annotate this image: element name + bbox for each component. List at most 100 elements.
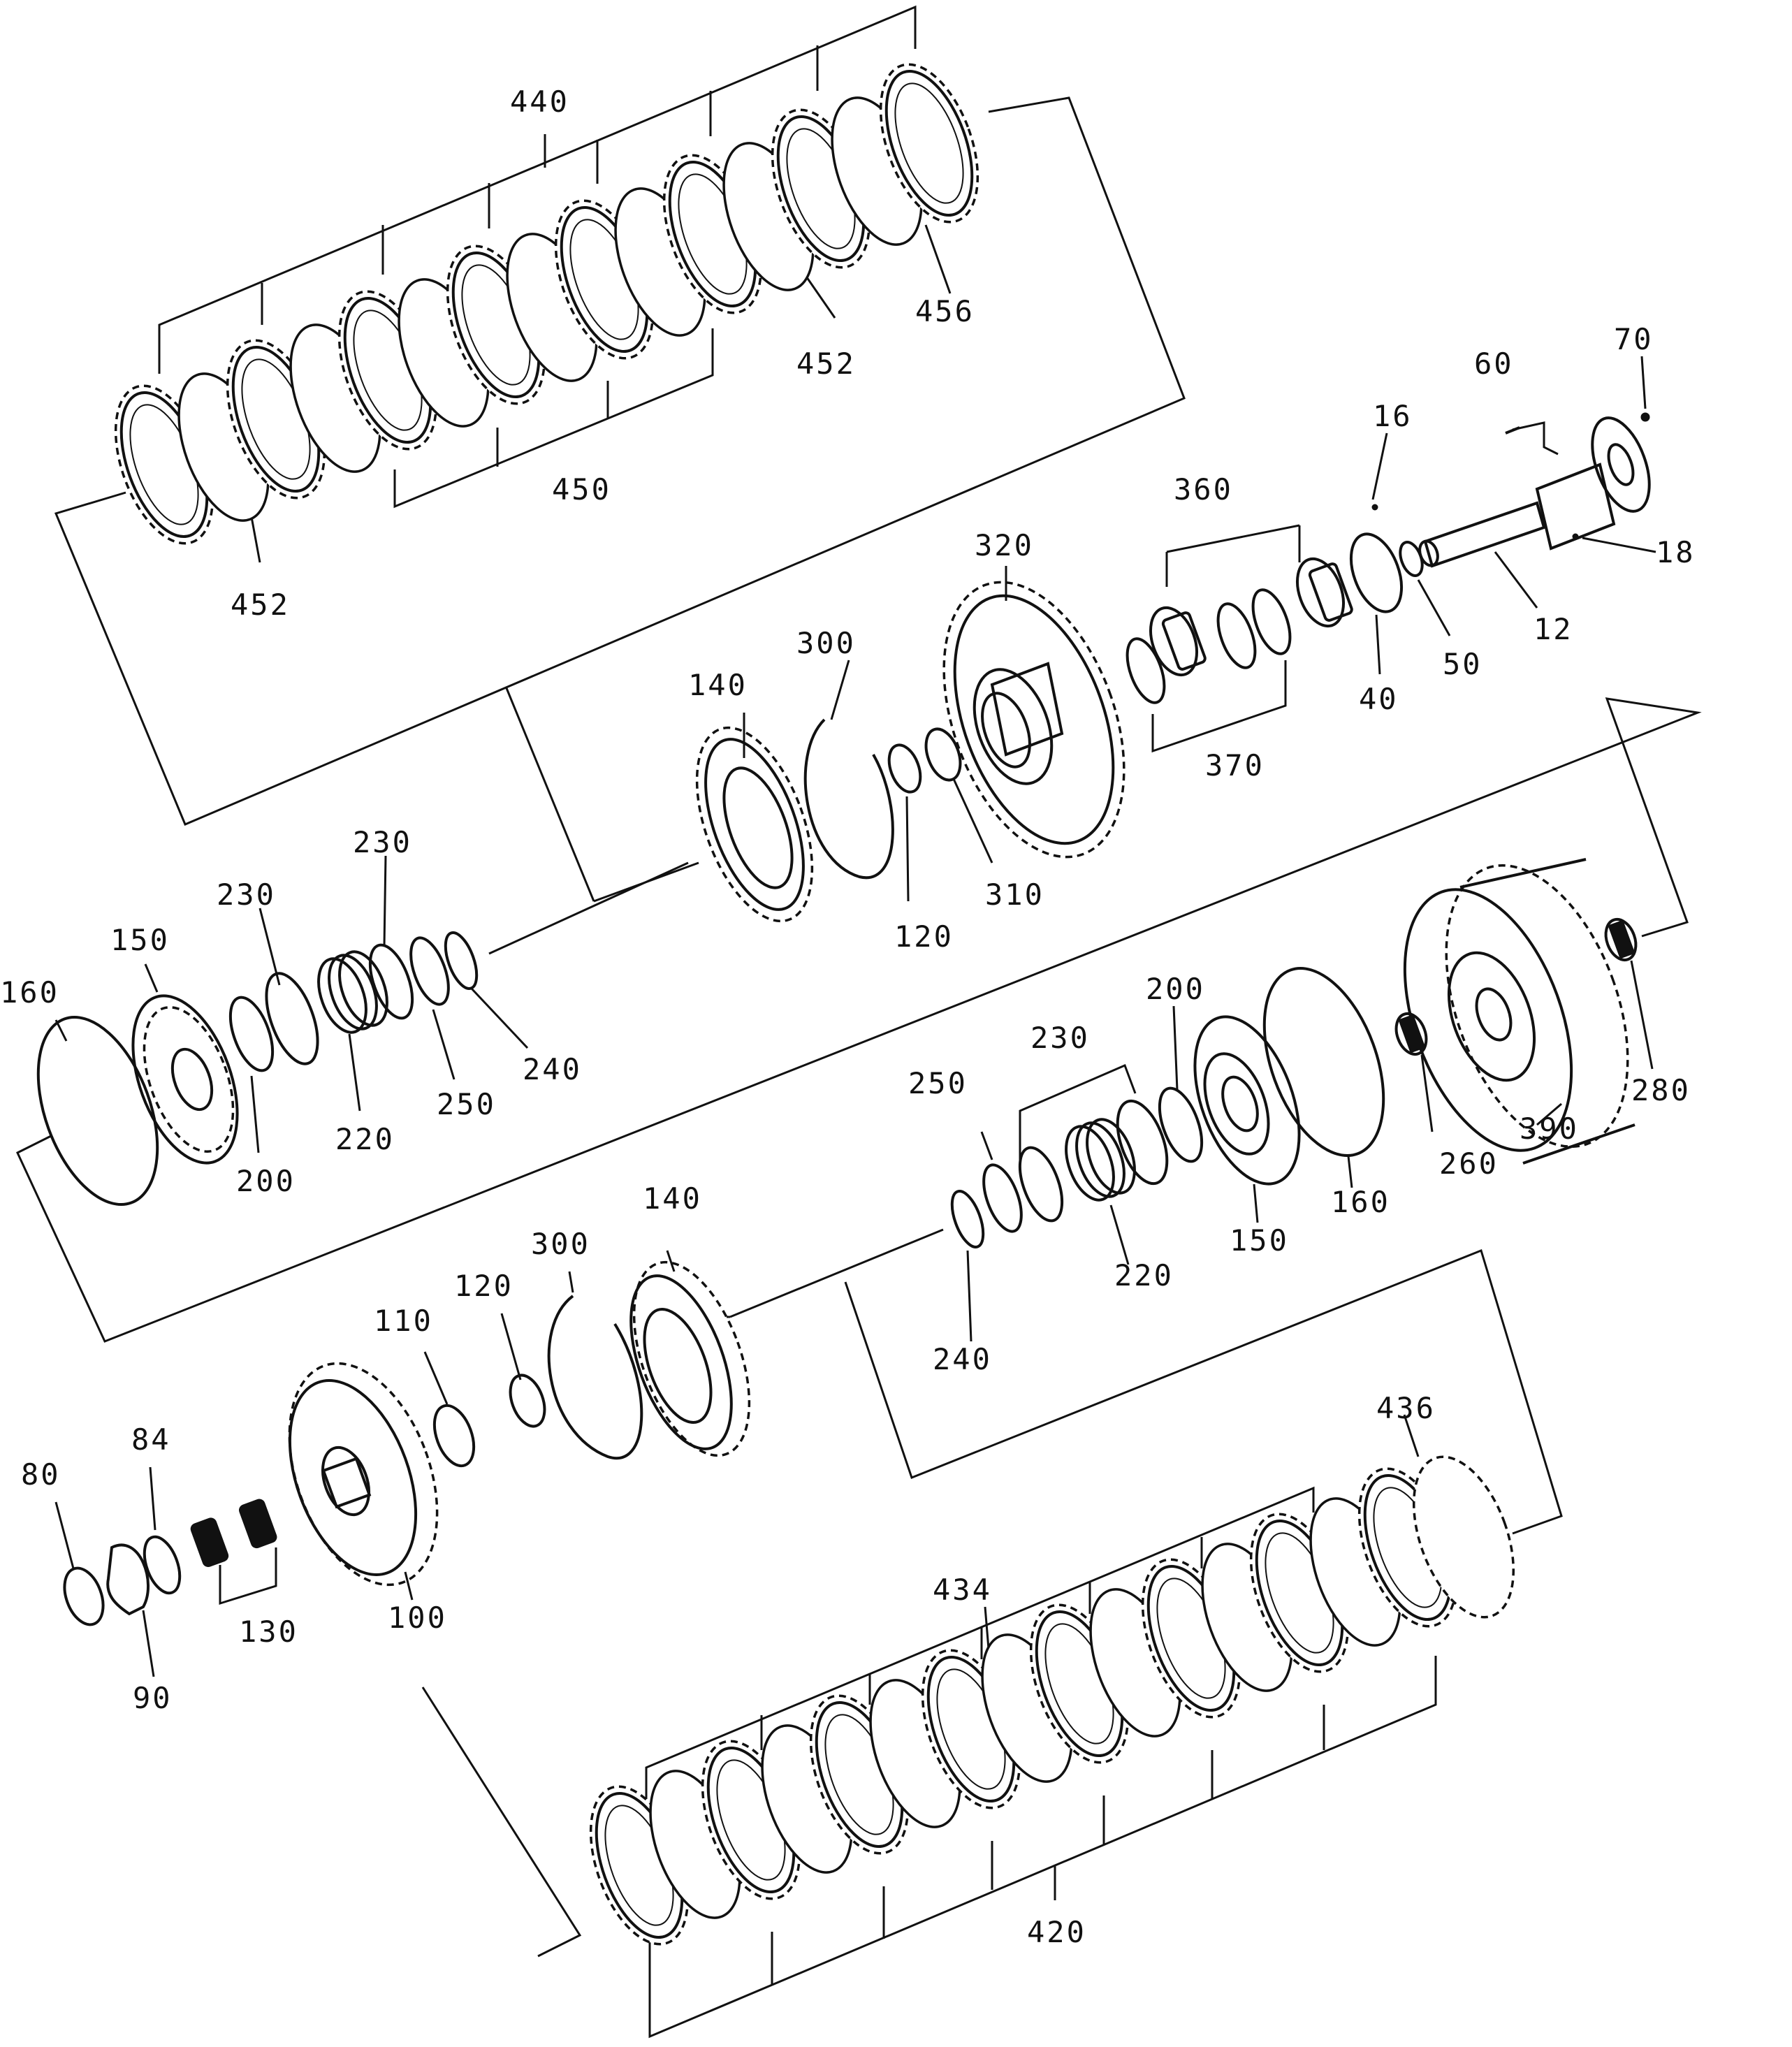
housing-bracket-lower-2 [421, 1687, 582, 1958]
part-label: 456 [915, 294, 975, 328]
part-label: 160 [1331, 1185, 1390, 1219]
spring-220 [317, 950, 388, 1034]
gear-group-100: 140 300 120 110 84 80 90 130 100 [21, 1181, 751, 1715]
part-label: 90 [133, 1681, 173, 1715]
ring-230 [368, 943, 414, 1020]
part-label: 50 [1443, 647, 1483, 681]
part-label: 220 [335, 1122, 395, 1156]
gear-320 [942, 581, 1126, 859]
ring-250 [982, 1163, 1023, 1233]
ring-310 [924, 727, 962, 782]
drum-group-390: 280 260 390 [1394, 858, 1691, 1181]
thrust-washer-40 [1349, 532, 1404, 613]
part-label: 370 [1205, 748, 1265, 782]
part-label: 240 [933, 1342, 992, 1376]
ball-18 [1572, 533, 1579, 540]
clutch-pack-440: 440 452 450 452 456 [54, 5, 1186, 903]
part-label: 360 [1174, 472, 1233, 507]
ring-250 [409, 936, 450, 1006]
snap-ring-300 [803, 718, 894, 880]
part-label: 70 [1614, 322, 1654, 356]
part-label: 150 [1230, 1223, 1289, 1258]
part-label: 440 [510, 85, 569, 119]
part-label: 100 [388, 1601, 447, 1635]
part-label: 452 [796, 347, 856, 381]
shaft-group: 70 60 16 18 12 50 40 360 370 [1126, 322, 1696, 782]
part-label: 150 [110, 923, 170, 957]
part-label: 220 [1114, 1258, 1174, 1292]
ring-50 [1399, 541, 1424, 577]
part-label: 450 [552, 472, 611, 507]
part-label: 280 [1631, 1073, 1691, 1107]
ring-370 [1216, 602, 1257, 669]
clutch-pack-420: 436 434 420 [421, 1249, 1563, 2039]
bushing-120 [887, 743, 922, 794]
part-label: 310 [985, 877, 1044, 912]
bracket-450 [393, 328, 714, 509]
bushing-120 [509, 1374, 546, 1428]
part-label: 230 [353, 825, 412, 859]
ring-200 [1158, 1086, 1204, 1163]
bushing-260 [1394, 1012, 1428, 1056]
seal-ring-160 [1262, 966, 1385, 1158]
part-label: 320 [975, 528, 1034, 562]
part-label: 200 [236, 1164, 296, 1198]
part-label: 260 [1439, 1146, 1499, 1181]
plate-90 [106, 1543, 150, 1616]
snap-ring-240 [950, 1190, 985, 1248]
part-label: 84 [131, 1422, 171, 1457]
bracket-440 [158, 5, 917, 374]
piston-group-lower: 200 230 250 220 150 160 240 [729, 966, 1390, 1376]
bearing-130 [190, 1499, 277, 1567]
part-label: 110 [374, 1304, 433, 1338]
bracket-434 [645, 1486, 1315, 1799]
part-label: 120 [894, 919, 954, 954]
part-label: 140 [643, 1181, 702, 1216]
part-label: 16 [1373, 399, 1413, 433]
ring-230 [1018, 1146, 1064, 1223]
bearing-360 [1149, 557, 1353, 677]
gear-group-320: 320 300 140 120 310 [688, 528, 1126, 954]
part-label: 300 [796, 626, 856, 660]
part-label: 130 [239, 1615, 298, 1649]
part-label: 40 [1359, 682, 1399, 716]
friction-plate [921, 1649, 1021, 1809]
thrust-washer-110 [432, 1404, 476, 1468]
washer-84 [143, 1535, 182, 1595]
ball-16 [1371, 504, 1378, 511]
housing-bracket-middle [16, 697, 1702, 1343]
snap-ring-370 [1126, 637, 1166, 704]
part-label: 60 [1474, 347, 1514, 381]
drum-390 [1403, 858, 1636, 1165]
ring-200 [228, 996, 275, 1072]
part-label: 230 [217, 877, 276, 912]
bracket-420 [648, 1656, 1437, 2039]
part-label: 436 [1376, 1391, 1436, 1425]
housing-bracket-upper [54, 96, 1186, 826]
bushing-280 [1604, 917, 1638, 962]
part-label: 18 [1656, 535, 1696, 569]
plate-140 [629, 1260, 751, 1457]
part-label: 390 [1520, 1112, 1579, 1146]
snap-ring-240 [444, 931, 479, 990]
ring-370 [1251, 588, 1292, 655]
part-label: 160 [0, 975, 59, 1010]
ball-70 [1640, 412, 1650, 422]
part-label: 250 [908, 1066, 968, 1100]
part-label: 434 [933, 1573, 992, 1607]
housing-bracket-lower [844, 1249, 1563, 1535]
piston-150 [1193, 1015, 1301, 1186]
part-label: 250 [437, 1087, 496, 1121]
part-label: 12 [1534, 612, 1573, 646]
washer-80 [63, 1566, 105, 1626]
part-label: 300 [531, 1227, 590, 1261]
piston-group-upper: 230 230 150 160 200 220 250 240 [0, 697, 1702, 1343]
ring-230 [265, 972, 319, 1065]
friction-plate [879, 63, 979, 224]
part-label: 452 [231, 588, 290, 622]
part-label: 420 [1027, 1915, 1086, 1949]
part-label: 120 [454, 1269, 513, 1303]
part-label: 200 [1146, 972, 1205, 1006]
snap-ring-300 [547, 1295, 643, 1460]
